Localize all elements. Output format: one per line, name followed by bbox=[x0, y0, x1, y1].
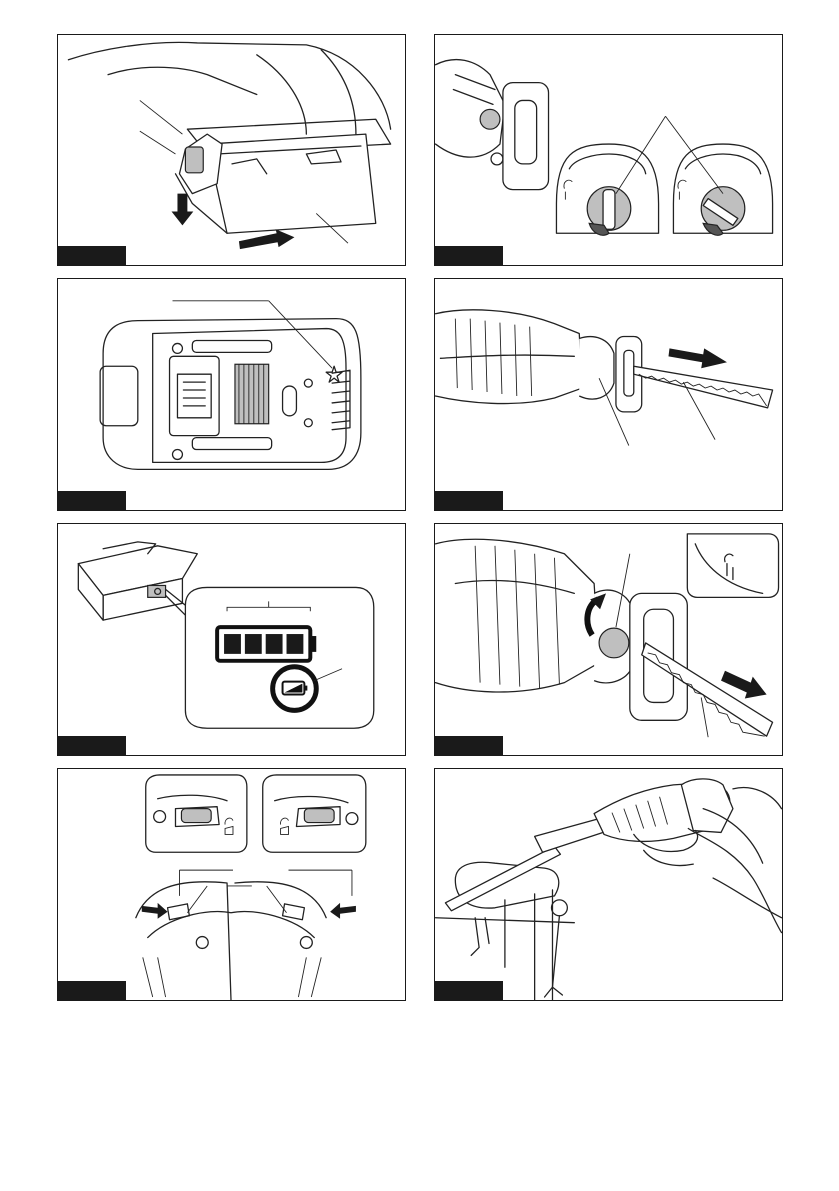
cutting-operation-illustration bbox=[435, 769, 782, 1000]
figure-battery-star-marking bbox=[57, 278, 406, 511]
figure-blade-clamp bbox=[434, 34, 783, 266]
lock-lever-illustration bbox=[58, 769, 405, 1000]
figure-number-tag bbox=[58, 246, 126, 265]
figure-number-tag bbox=[435, 491, 503, 510]
blade-clamp-illustration bbox=[435, 35, 782, 265]
figure-number-tag bbox=[435, 246, 503, 265]
figure-number-tag bbox=[58, 981, 126, 1000]
battery-removal-illustration bbox=[58, 35, 405, 265]
figure-blade-removal bbox=[434, 523, 783, 756]
figure-lock-lever bbox=[57, 768, 406, 1001]
figure-number-tag bbox=[435, 736, 503, 755]
figure-number-tag bbox=[435, 981, 503, 1000]
figure-number-tag bbox=[58, 736, 126, 755]
figure-battery-indicator bbox=[57, 523, 406, 756]
figure-cutting-operation bbox=[434, 768, 783, 1001]
battery-underside-illustration bbox=[58, 279, 405, 510]
blade-insertion-illustration bbox=[435, 279, 782, 510]
blade-removal-illustration bbox=[435, 524, 782, 755]
figure-battery-removal bbox=[57, 34, 406, 266]
battery-indicator-illustration bbox=[58, 524, 405, 755]
figure-number-tag bbox=[58, 491, 126, 510]
figure-blade-insertion bbox=[434, 278, 783, 511]
